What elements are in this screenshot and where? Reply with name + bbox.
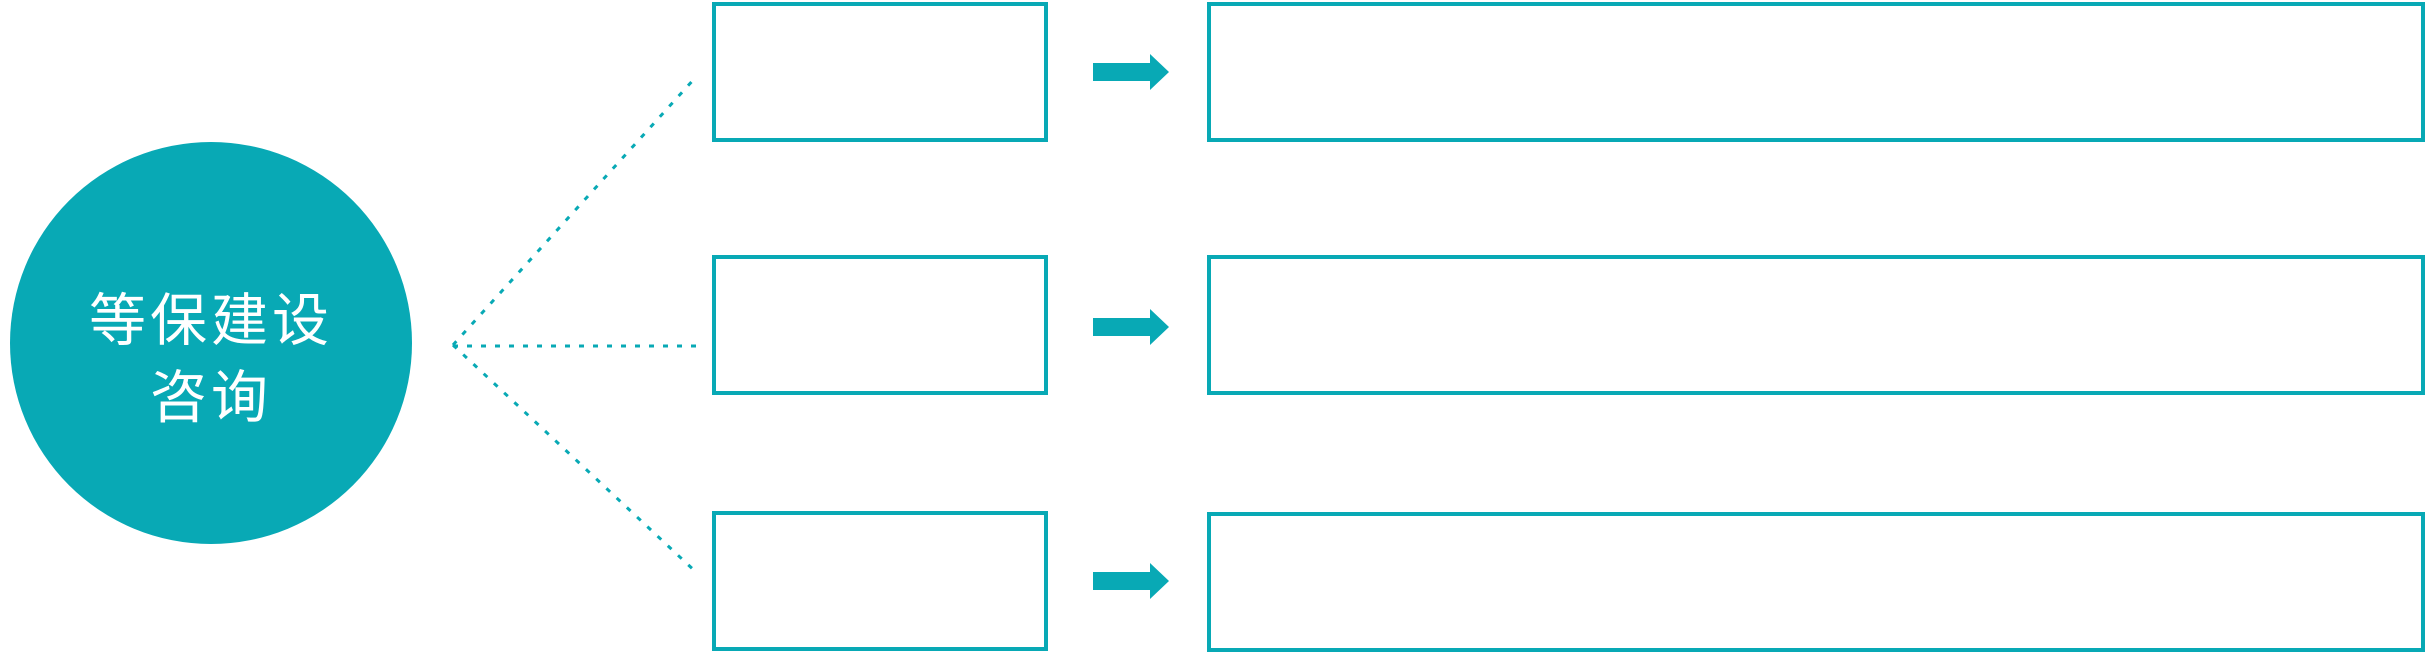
large-box-1: [1207, 2, 2425, 142]
connector-line-top: [451, 76, 697, 347]
right-arrow-icon: [1093, 54, 1169, 90]
hub-circle: 等保建设 咨询: [10, 142, 412, 544]
small-box-1: [712, 2, 1048, 142]
small-box-2: [712, 255, 1048, 395]
right-arrow-icon: [1093, 563, 1169, 599]
hub-circle-label-line1: 等保建设: [89, 288, 333, 354]
large-box-2: [1207, 255, 2425, 395]
small-box-3: [712, 511, 1048, 651]
large-box-3: [1207, 512, 2425, 652]
connector-line-bottom: [451, 343, 699, 575]
hub-circle-label-line2: 咨询: [150, 365, 272, 431]
right-arrow-icon: [1093, 309, 1169, 345]
